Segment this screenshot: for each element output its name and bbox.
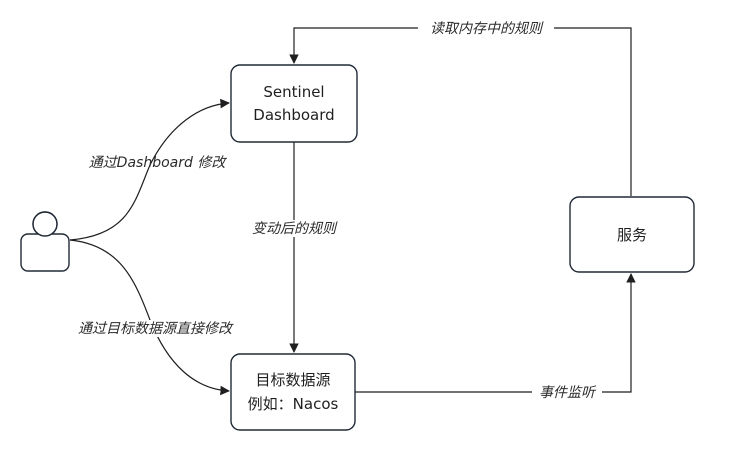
node-data-source-line1: 目标数据源: [255, 371, 330, 389]
node-sentinel-dashboard-line2: Dashboard: [253, 106, 334, 124]
edge-changed-rules-label: 变动后的规则: [252, 221, 338, 237]
edge-changed-rules: 变动后的规则: [242, 142, 346, 353]
edge-via-source-label-bg: [65, 320, 245, 337]
user-icon: [20, 211, 70, 272]
node-data-source-line2: 例如：Nacos: [248, 395, 339, 413]
edge-read-rules-label: 读取内存中的规则: [430, 21, 544, 37]
edge-read-rules-label-bg: [418, 20, 554, 37]
edge-event-listen-label: 事件监听: [539, 385, 597, 401]
node-sentinel-dashboard: Sentinel Dashboard: [230, 64, 358, 143]
edge-read-rules: 读取内存中的规则: [289, 20, 632, 196]
edge-changed-rules-label-bg: [242, 220, 346, 237]
edge-via-source-label: 通过目标数据源直接修改: [78, 321, 234, 337]
node-sentinel-dashboard-line1: Sentinel: [263, 83, 324, 101]
edge-event-listen-label-bg: [532, 384, 602, 401]
edge-via-dashboard-label: 通过Dashboard 修改: [89, 155, 228, 171]
node-service-label: 服务: [617, 226, 647, 244]
edge-via-source: 通过目标数据源直接修改: [65, 239, 245, 396]
edge-via-dashboard: 通过Dashboard 修改: [69, 98, 230, 241]
edge-event-listen: 事件监听: [355, 273, 636, 401]
node-data-source: 目标数据源 例如：Nacos: [230, 353, 356, 431]
node-service: 服务: [569, 196, 695, 273]
